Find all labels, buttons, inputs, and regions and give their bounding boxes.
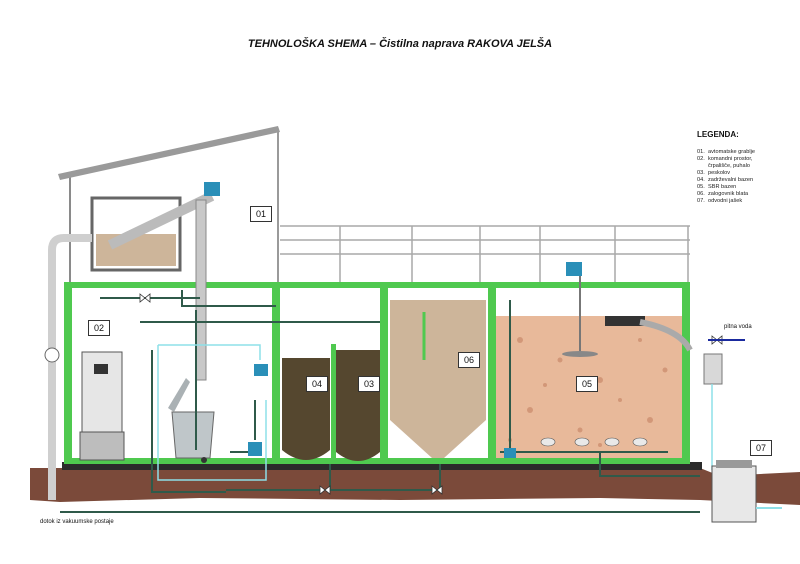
pump-group: [248, 364, 516, 458]
decanter: [605, 316, 645, 326]
label-03: 03: [358, 376, 380, 392]
screen-drive: [204, 182, 220, 196]
discharge-chute: [195, 199, 207, 381]
air-line: [157, 344, 267, 481]
outlet-shaft: [711, 465, 757, 523]
roof: [58, 126, 280, 180]
container-wheel: [201, 457, 207, 463]
waste-container: [171, 411, 215, 459]
label-02: 02: [88, 320, 110, 336]
aeration-diffusers: [540, 437, 648, 447]
inlet-pipe: [48, 234, 92, 500]
legend-title: LEGENDA:: [697, 130, 739, 139]
sbr-texture: [508, 337, 668, 447]
tank-03-liquid: [336, 350, 380, 461]
label-07: 07: [750, 440, 772, 456]
shaft-cover: [716, 460, 752, 468]
screen-trough: [96, 234, 176, 266]
mixer-motor: [566, 262, 582, 276]
legend-item: 03.peskolov: [697, 170, 731, 176]
water-note: pitna voda: [724, 324, 752, 330]
soil-layer: [30, 468, 800, 505]
legend-item: 05.SBR bazen: [697, 184, 737, 190]
legend-item: 07.odvodni jašek: [697, 198, 743, 204]
label-04: 04: [306, 376, 328, 392]
flow-meter: [44, 347, 60, 363]
legend-item: 06.zalogovnik blata: [697, 191, 749, 197]
cabinet-base: [79, 431, 125, 461]
label-01: 01: [250, 206, 272, 222]
legend: LEGENDA: 01.avtomatske grablje 02.komand…: [697, 130, 797, 205]
railing: [280, 225, 690, 285]
mixer-impeller: [562, 351, 598, 357]
valves: [139, 293, 723, 495]
legend-item: 01.avtomatske grablje: [697, 149, 755, 155]
decanter-pipe: [639, 319, 693, 352]
inlet-note: dotok iz vakuumske postaje: [40, 519, 114, 525]
tank-06-sludge: [390, 300, 486, 458]
label-05: 05: [576, 376, 598, 392]
label-06: 06: [458, 352, 480, 368]
container-lid: [168, 378, 190, 412]
legend-item: 02.komandni prostor, črpališče, puhalo: [697, 156, 753, 169]
cabinet-display: [94, 364, 108, 374]
concrete-walls: [64, 282, 690, 464]
tank04-03-divider: [331, 344, 336, 464]
tank-04-liquid: [282, 358, 330, 460]
diagram-title: TEHNOLOŠKA SHEMA – Čistilna naprava RAKO…: [247, 38, 553, 50]
foundation: [62, 462, 702, 470]
legend-item: 04.zadrževalni bazen: [697, 177, 754, 183]
water-fitting: [703, 353, 723, 385]
screw-conveyor: [107, 191, 215, 250]
